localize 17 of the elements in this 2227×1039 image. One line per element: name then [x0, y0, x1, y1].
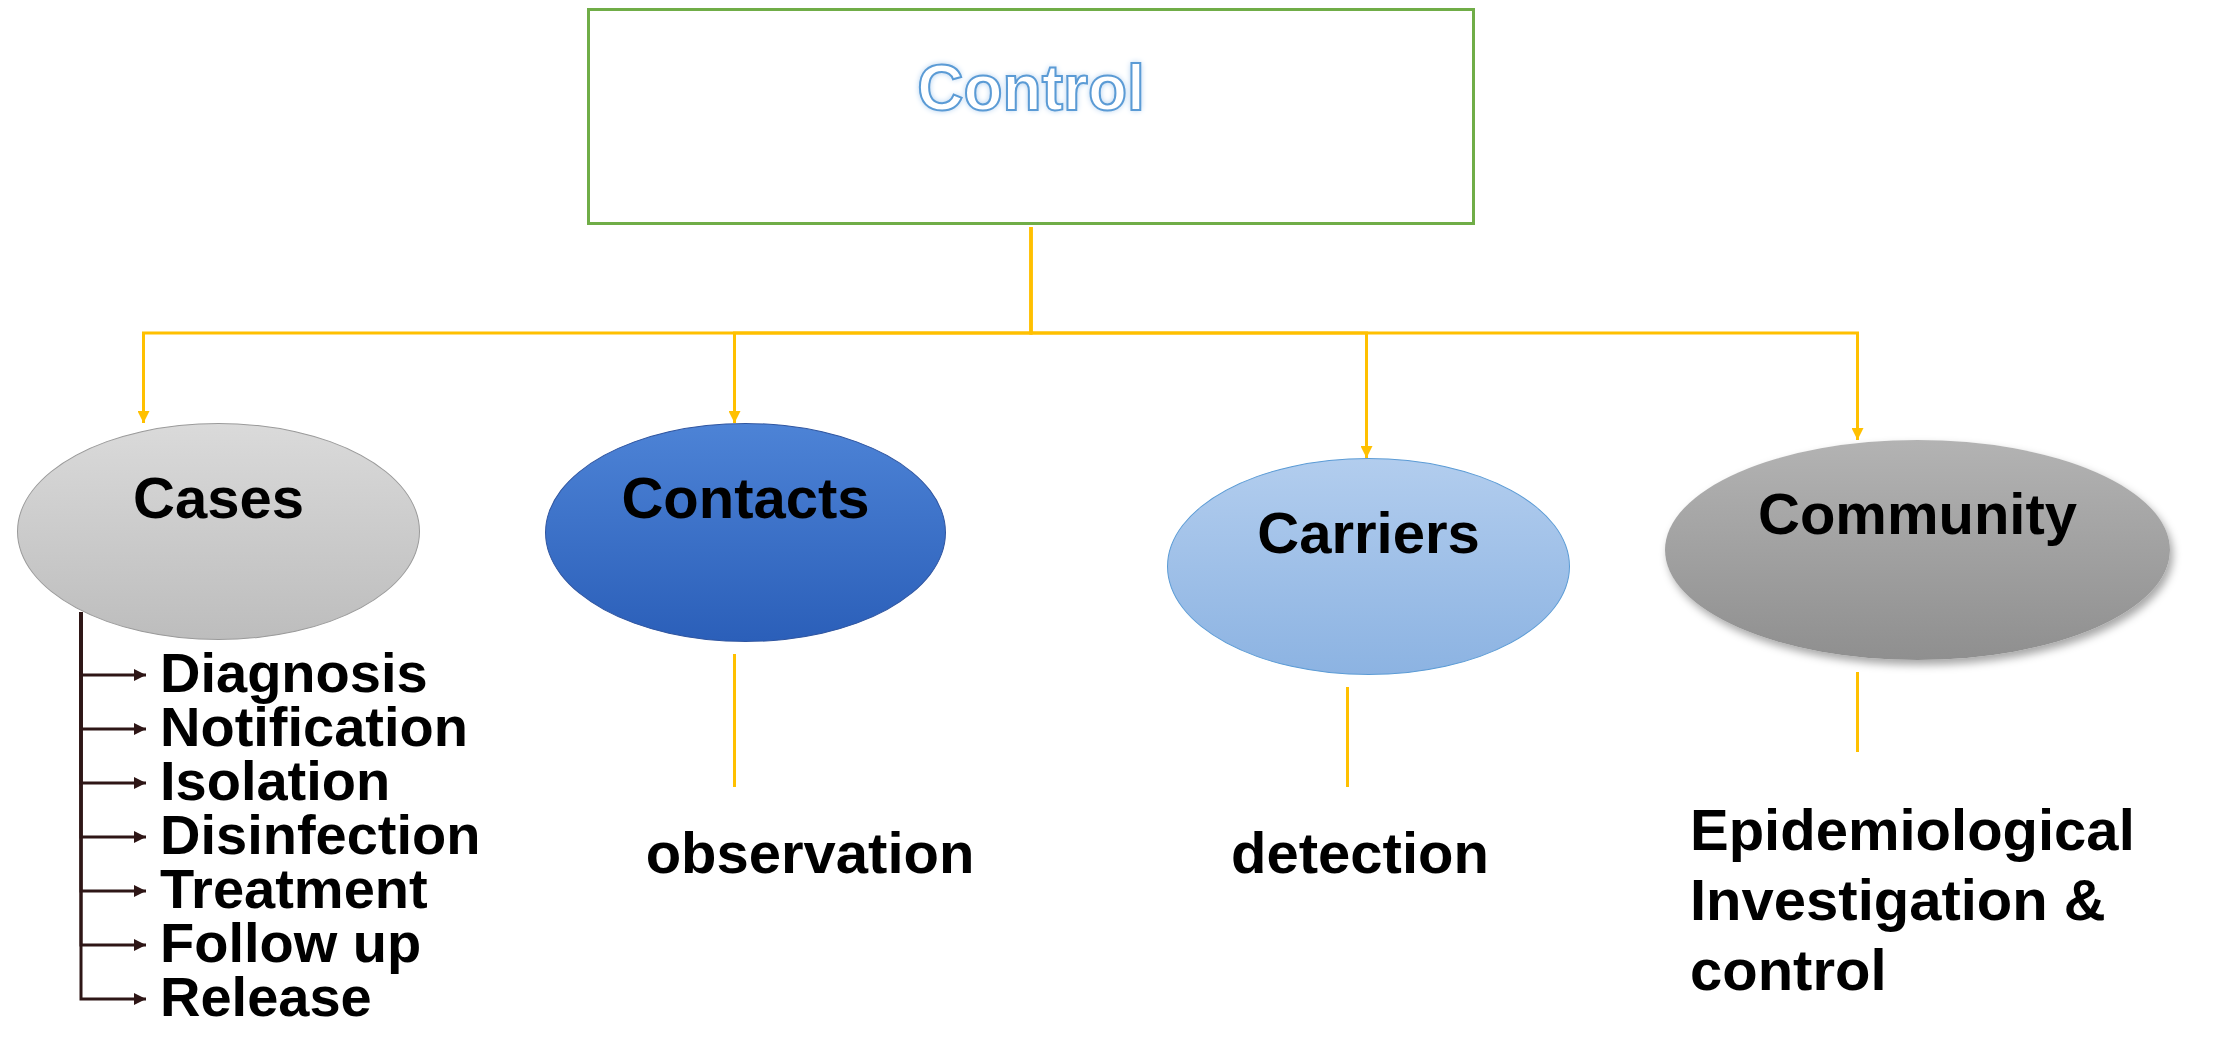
node-label: Cases	[133, 464, 304, 531]
action-text: Isolation	[160, 753, 391, 809]
action-text: detection	[1231, 820, 1489, 886]
node-label: Community	[1758, 480, 2077, 547]
process-box	[587, 8, 1475, 225]
action-text: observation	[645, 820, 975, 886]
connector-line	[1346, 687, 1349, 787]
node-label: Contacts	[621, 464, 870, 531]
arrow	[1029, 227, 1864, 440]
connector-line	[1856, 672, 1859, 752]
action-text: Treatment	[160, 861, 428, 917]
action-text: Disinfection	[160, 807, 481, 863]
connector-line	[733, 654, 736, 787]
box-title: Control	[917, 51, 1145, 125]
node-label: Carriers	[1257, 499, 1480, 566]
action-text: Epidemiological Investigation & control	[1690, 796, 2136, 1004]
action-text: Release	[160, 969, 372, 1025]
